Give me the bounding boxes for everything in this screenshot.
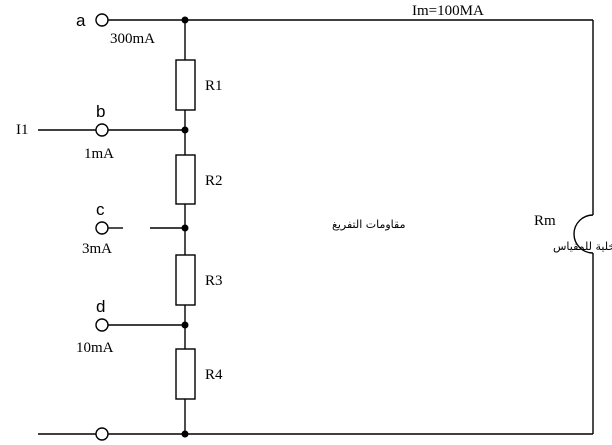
terminal-d-letter: d <box>96 297 105 316</box>
resistor-r2 <box>175 154 196 205</box>
meter-rm-symbol <box>573 214 594 254</box>
terminal-common[interactable] <box>95 427 109 441</box>
resistor-r3 <box>175 254 196 306</box>
resistor-r1-label: R1 <box>205 78 223 94</box>
range-b-label: 1mA <box>84 146 114 162</box>
junction-bottom <box>181 430 189 438</box>
terminal-b-letter: b <box>96 102 105 121</box>
terminal-a-letter: a <box>76 11 86 30</box>
junction-c <box>181 224 189 232</box>
junction-top <box>181 16 189 24</box>
junction-d <box>181 321 189 329</box>
meter-rm-label: Rm <box>534 213 556 229</box>
resistor-r2-label: R2 <box>205 173 223 189</box>
terminal-c-letter: c <box>96 200 105 219</box>
terminal-d[interactable] <box>95 318 109 332</box>
range-d-label: 10mA <box>76 340 114 356</box>
range-a-label: 300mA <box>110 31 155 47</box>
resistor-r3-label: R3 <box>205 273 223 289</box>
meter-current-label: Im=100MA <box>412 3 484 19</box>
junction-b <box>181 126 189 134</box>
shunt-resistors-caption: مقاومات التفريغ <box>332 218 406 231</box>
resistor-r4 <box>175 348 196 400</box>
resistor-r4-label: R4 <box>205 367 223 383</box>
input-current-label: I1 <box>16 122 29 138</box>
range-c-label: 3mA <box>82 241 112 257</box>
meter-internal-resistance-caption: المقاومة الداخلية للمقياس <box>553 240 612 253</box>
terminal-b[interactable] <box>95 123 109 137</box>
terminal-a[interactable] <box>95 13 109 27</box>
resistor-r1 <box>175 59 196 111</box>
terminal-c[interactable] <box>95 221 109 235</box>
